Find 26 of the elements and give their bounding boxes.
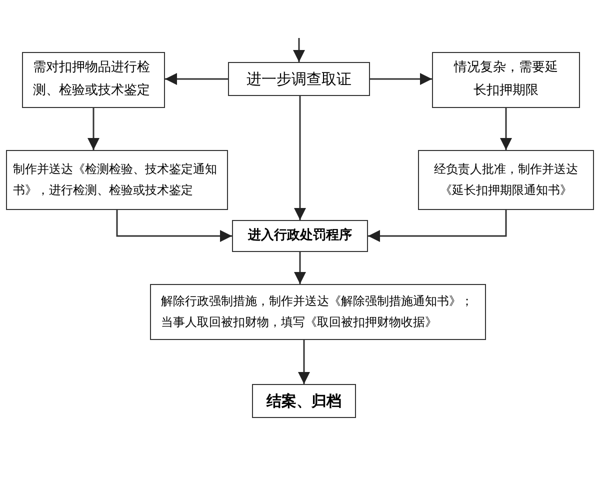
- box-text: 进一步调查取证: [246, 68, 352, 90]
- box-text: 需对扣押物品进行检测、检验或技术鉴定: [33, 59, 151, 100]
- box-text: 进入行政处罚程序: [246, 226, 353, 245]
- arrow: [298, 340, 310, 384]
- box-text: 情况复杂，需要延长扣押期限: [452, 59, 559, 100]
- process-box: [252, 384, 356, 418]
- box-text: 制作并送达《检测检验、技术鉴定通知书》，进行检测、检验或技术鉴定: [13, 161, 218, 199]
- process-box: [432, 52, 580, 108]
- arrow: [165, 73, 228, 85]
- arrow: [88, 108, 100, 150]
- arrow: [368, 210, 507, 242]
- process-box: [6, 150, 228, 210]
- process-box: [228, 62, 370, 96]
- arrow: [116, 210, 232, 242]
- box-text: 经负责人批准，制作并送达《延长扣押期限通知书》: [433, 161, 579, 199]
- arrow: [370, 73, 432, 85]
- arrow: [293, 38, 305, 62]
- process-box: [22, 52, 165, 108]
- arrow: [294, 252, 306, 284]
- arrow: [294, 96, 306, 220]
- box-text: 结案、归档: [265, 390, 342, 412]
- process-box: [232, 220, 368, 252]
- arrow: [500, 108, 512, 150]
- process-box: [150, 284, 486, 340]
- process-box: [418, 150, 594, 210]
- box-text: 解除行政强制措施，制作并送达《解除强制措施通知书》；当事人取回被扣财物，填写《取回被扣押财物收据》: [161, 293, 474, 331]
